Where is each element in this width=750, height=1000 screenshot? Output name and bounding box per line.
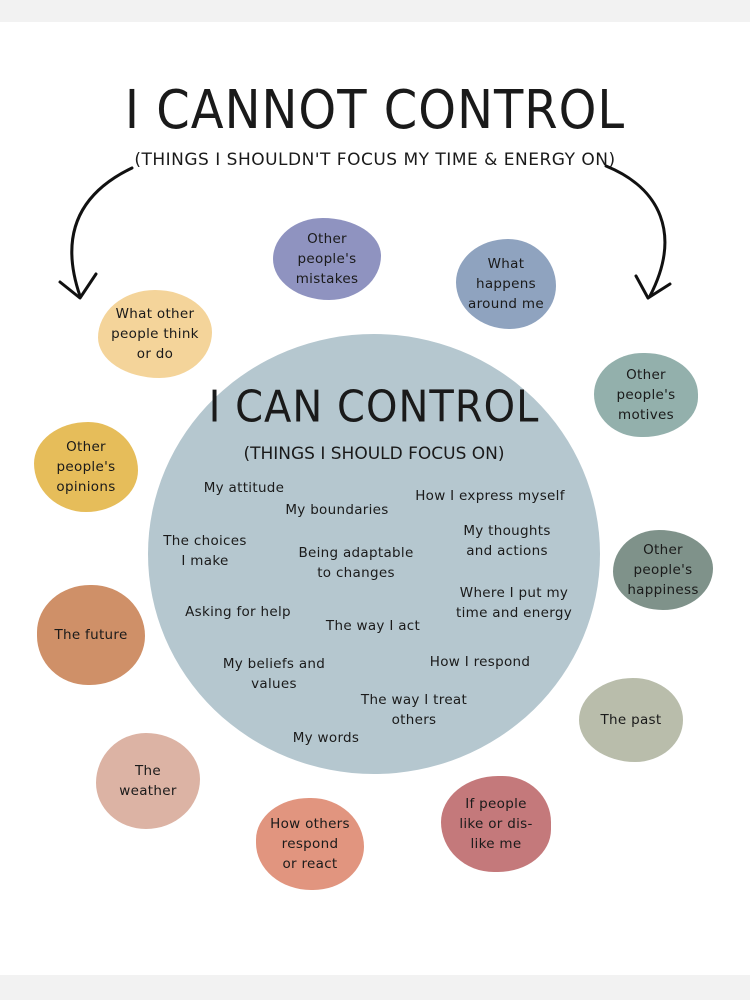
can-control-item: The way I treat others	[360, 692, 468, 728]
cannot-control-bubble: If people like or dis- like me	[441, 776, 551, 872]
can-control-item: My boundaries	[285, 502, 389, 518]
can-control-item: How I respond	[429, 654, 531, 670]
can-control-item: My thoughts and actions	[463, 523, 551, 559]
poster-title: I CANNOT CONTROL	[124, 78, 626, 142]
can-control-item: Being adaptable to changes	[298, 545, 414, 581]
can-control-circle	[148, 334, 600, 774]
cannot-control-bubble: Other people's motives	[594, 353, 698, 437]
can-control-title: I CAN CONTROL	[208, 381, 540, 433]
cannot-control-bubble: Other people's opinions	[34, 422, 138, 512]
can-control-item: My beliefs and values	[222, 656, 326, 692]
can-control-item: Asking for help	[185, 604, 291, 620]
can-control-item: The choices I make	[163, 533, 247, 569]
cannot-control-bubble: How others respond or react	[256, 798, 364, 890]
poster-subtitle: (THINGS I SHOULDN'T FOCUS MY TIME & ENER…	[134, 150, 616, 170]
can-control-item: My words	[292, 730, 360, 746]
left-curved-arrow	[70, 166, 134, 298]
can-control-subtitle: (THINGS I SHOULD FOCUS ON)	[243, 444, 505, 464]
cannot-control-bubble: What happens around me	[456, 239, 556, 329]
can-control-item: The way I act	[325, 618, 421, 634]
cannot-control-bubble: The future	[37, 585, 145, 685]
right-curved-arrow	[604, 164, 667, 298]
left-arrow-head	[58, 272, 98, 300]
can-control-item: Where I put my time and energy	[455, 585, 573, 621]
right-arrow-head	[634, 274, 672, 300]
cannot-control-bubble: What other people think or do	[98, 290, 212, 378]
cannot-control-bubble: Other people's mistakes	[273, 218, 381, 300]
cannot-control-bubble: The weather	[96, 733, 200, 829]
can-control-item: My attitude	[203, 480, 285, 496]
can-control-item: How I express myself	[415, 488, 565, 504]
cannot-control-bubble: Other people's happiness	[613, 530, 713, 610]
cannot-control-bubble: The past	[579, 678, 683, 762]
